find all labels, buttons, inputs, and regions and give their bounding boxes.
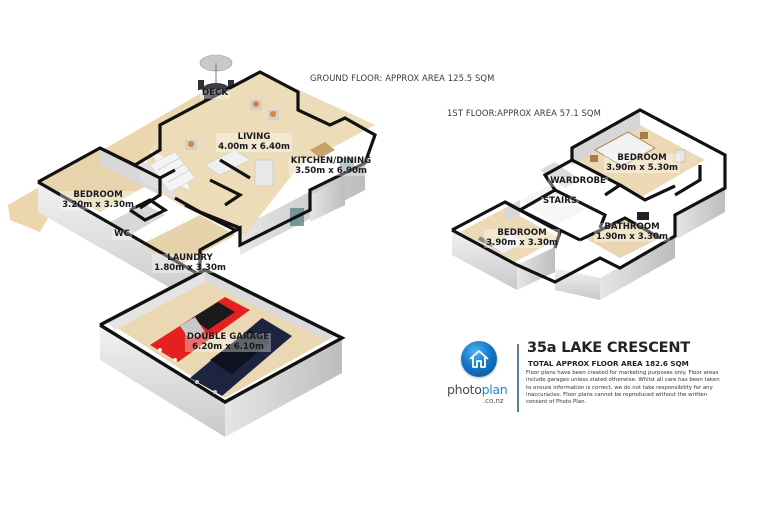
room-label-bedroom-2: BEDROOM 3.90m x 3.30m (484, 228, 560, 248)
room-label-double-garage: DOUBLE GARAGE 6.20m x 6.10m (184, 332, 272, 352)
room-dimensions: 3.20m x 3.30m (62, 199, 134, 210)
house-icon (461, 341, 497, 377)
navy-car-icon (190, 318, 292, 396)
first-floor-plan (451, 108, 727, 300)
property-address: 35a LAKE CRESCENT (527, 340, 690, 356)
room-dimensions: 1.80m x 3.30m (154, 262, 226, 273)
room-dimensions: 3.90m x 5.30m (606, 162, 678, 173)
room-label-bedroom: BEDROOM 3.20m x 3.30m (60, 190, 136, 210)
room-name: BEDROOM (617, 153, 667, 163)
ground-floor-title: GROUND FLOOR: APPROX AREA 125.5 SQM (310, 73, 495, 83)
room-dimensions: 3.90m x 3.30m (486, 237, 558, 248)
total-floor-area: TOTAL APPROX FLOOR AREA 182.6 SQM (528, 359, 689, 368)
room-label-master-bedroom: BEDROOM 3.90m x 5.30m (604, 153, 680, 173)
room-dimensions: 4.00m x 6.40m (218, 141, 290, 152)
stairs-area (520, 185, 585, 225)
first-floor-title: 1ST FLOOR:APPROX AREA 57.1 SQM (447, 108, 601, 118)
room-name: BEDROOM (497, 228, 547, 238)
room-label-wc: WC (112, 229, 132, 240)
red-car-icon (150, 297, 250, 362)
room-name: BATHROOM (604, 222, 660, 232)
room-name: STAIRS (542, 196, 578, 206)
ground-wall-outlines (37, 70, 377, 277)
room-label-laundry: LAUNDRY 1.80m x 3.30m (152, 253, 228, 273)
room-name: BEDROOM (73, 190, 123, 200)
info-divider (517, 344, 519, 412)
ground-floor-plan (8, 54, 377, 437)
room-name: WC (114, 229, 130, 239)
living-kitchen-floor (140, 72, 375, 235)
room-name: LIVING (237, 132, 271, 142)
room-dimensions: 1.90m x 3.30m (596, 231, 668, 242)
logo-domain: .co.nz (483, 397, 504, 405)
room-name: KITCHEN/DINING (290, 156, 372, 166)
disclaimer-text: Floor plans have been created for market… (526, 370, 720, 406)
room-name: DECK (202, 88, 228, 98)
logo-wordmark: photoplan (447, 382, 508, 397)
room-name: WARDROBE (550, 176, 606, 186)
wc-floor (110, 204, 165, 235)
photoplan-logo: photoplan .co.nz (445, 337, 521, 409)
room-label-kitchen-dining: KITCHEN/DINING 3.50m x 6.90m (288, 156, 374, 176)
room-label-bathroom: BATHROOM 1.90m x 3.30m (594, 222, 670, 242)
room-name: LAUNDRY (167, 253, 213, 263)
room-label-deck: DECK (200, 88, 230, 99)
room-dimensions: 6.20m x 6.10m (192, 341, 264, 352)
garage (99, 268, 346, 437)
room-name: DOUBLE GARAGE (186, 332, 270, 342)
room-label-wardrobe: WARDROBE (548, 176, 608, 187)
first-floor-furniture (478, 131, 686, 255)
room-dimensions: 3.50m x 6.90m (295, 165, 367, 176)
first-floor-wall-outlines (451, 108, 727, 284)
living-furniture (185, 100, 279, 187)
room-label-living: LIVING 4.00m x 6.40m (216, 132, 292, 152)
room-label-stairs: STAIRS (540, 196, 580, 207)
